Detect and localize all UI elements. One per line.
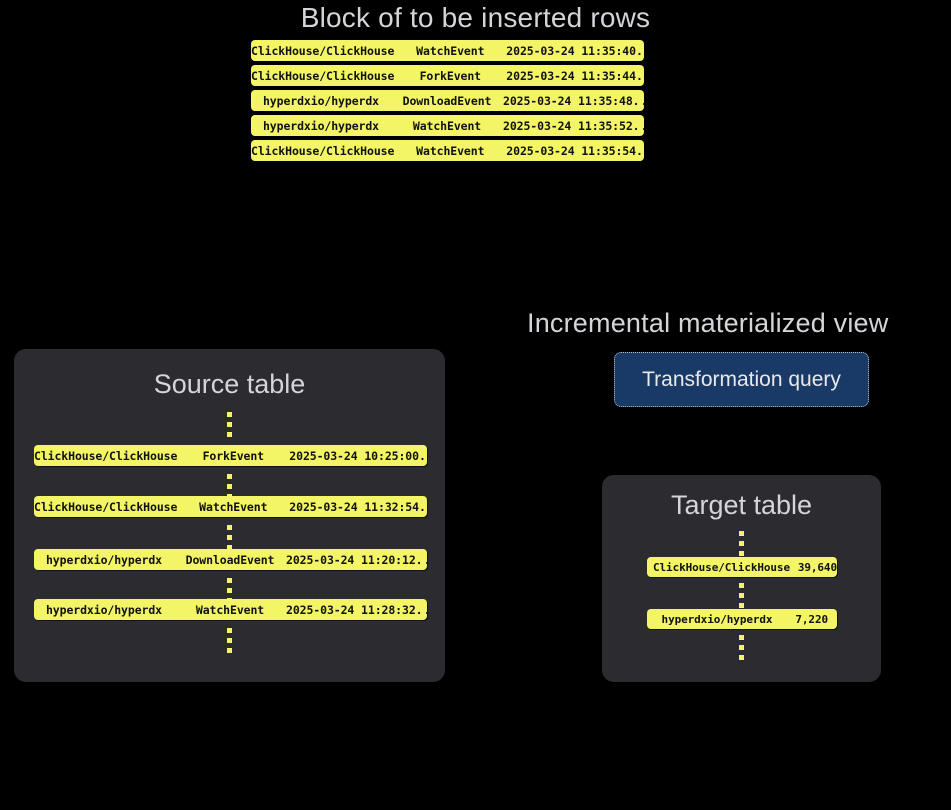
row-timestamp: 2025-03-24 11:35:44 bbox=[506, 68, 636, 83]
table-row: ClickHouse/ClickHouse WatchEvent 2025-03… bbox=[34, 496, 427, 517]
row-event: WatchEvent bbox=[195, 602, 265, 617]
row-more: ... bbox=[632, 118, 644, 133]
vertical-ellipsis-icon bbox=[738, 531, 744, 556]
vertical-ellipsis-icon bbox=[226, 525, 232, 550]
block-title: Block of to be inserted rows bbox=[300, 2, 651, 33]
row-repo: hyperdxio/hyperdx bbox=[661, 612, 773, 626]
vertical-ellipsis-icon bbox=[738, 583, 744, 608]
row-repo: ClickHouse/ClickHouse bbox=[34, 499, 178, 514]
row-repo: ClickHouse/ClickHouse bbox=[251, 143, 395, 158]
table-row: hyperdxio/hyperdx DownloadEvent 2025-03-… bbox=[251, 90, 644, 111]
row-more: ... bbox=[418, 499, 427, 514]
source-table-title: Source table bbox=[153, 369, 306, 399]
table-row: hyperdxio/hyperdx DownloadEvent 2025-03-… bbox=[34, 549, 427, 570]
vertical-ellipsis-icon bbox=[226, 628, 232, 653]
target-table-title: Target table bbox=[670, 490, 813, 520]
row-timestamp: 2025-03-24 11:35:48 bbox=[503, 93, 633, 108]
table-row: hyperdxio/hyperdx 7,220 bbox=[647, 609, 837, 629]
row-timestamp: 2025-03-24 11:28:32 bbox=[286, 602, 416, 617]
row-timestamp: 2025-03-24 11:35:54 bbox=[506, 143, 636, 158]
row-repo: ClickHouse/ClickHouse bbox=[251, 43, 395, 58]
row-repo: ClickHouse/ClickHouse bbox=[653, 560, 790, 574]
row-more: ... bbox=[632, 93, 644, 108]
row-event: DownloadEvent bbox=[185, 552, 275, 567]
transformation-query-box[interactable]: Transformation query bbox=[614, 352, 869, 407]
source-table-card: Source table ClickHouse/ClickHouse ForkE… bbox=[14, 349, 445, 682]
table-row: ClickHouse/ClickHouse 39,640 bbox=[647, 557, 837, 577]
row-event: WatchEvent bbox=[199, 499, 268, 514]
row-more: ... bbox=[635, 143, 644, 158]
row-event: ForkEvent bbox=[202, 448, 265, 463]
row-repo: hyperdxio/hyperdx bbox=[262, 118, 379, 133]
row-timestamp: 2025-03-24 11:20:12 bbox=[286, 552, 416, 567]
table-row: ClickHouse/ClickHouse ForkEvent 2025-03-… bbox=[34, 445, 427, 466]
table-row: hyperdxio/hyperdx WatchEvent 2025-03-24 … bbox=[34, 599, 427, 620]
vertical-ellipsis-icon bbox=[738, 635, 744, 660]
row-event: WatchEvent bbox=[416, 143, 485, 158]
row-event: WatchEvent bbox=[412, 118, 482, 133]
table-row: ClickHouse/ClickHouse WatchEvent 2025-03… bbox=[251, 140, 644, 161]
row-repo: hyperdxio/hyperdx bbox=[45, 552, 162, 567]
table-row: ClickHouse/ClickHouse WatchEvent 2025-03… bbox=[251, 40, 644, 61]
row-event: ForkEvent bbox=[419, 68, 482, 83]
row-repo: ClickHouse/ClickHouse bbox=[251, 68, 395, 83]
target-table-card: Target table ClickHouse/ClickHouse 39,64… bbox=[602, 475, 881, 682]
materialized-view-title: Incremental materialized view bbox=[527, 308, 889, 338]
row-repo: hyperdxio/hyperdx bbox=[45, 602, 162, 617]
row-more: ... bbox=[418, 448, 427, 463]
row-more: ... bbox=[415, 552, 427, 567]
row-timestamp: 2025-03-24 11:35:40 bbox=[506, 43, 636, 58]
row-count: 39,640 bbox=[797, 560, 837, 574]
row-more: ... bbox=[415, 602, 427, 617]
table-row: hyperdxio/hyperdx WatchEvent 2025-03-24 … bbox=[251, 115, 644, 136]
row-event: WatchEvent bbox=[416, 43, 485, 58]
row-more: ... bbox=[635, 68, 644, 83]
vertical-ellipsis-icon bbox=[226, 412, 232, 437]
row-repo: hyperdxio/hyperdx bbox=[262, 93, 379, 108]
row-count: 7,220 bbox=[795, 612, 828, 626]
row-timestamp: 2025-03-24 11:32:54 bbox=[289, 499, 419, 514]
table-row: ClickHouse/ClickHouse ForkEvent 2025-03-… bbox=[251, 65, 644, 86]
row-more: ... bbox=[635, 43, 644, 58]
transformation-query-label: Transformation query bbox=[642, 367, 841, 391]
row-timestamp: 2025-03-24 10:25:00 bbox=[289, 448, 419, 463]
row-timestamp: 2025-03-24 11:35:52 bbox=[503, 118, 633, 133]
row-event: DownloadEvent bbox=[402, 93, 492, 108]
row-repo: ClickHouse/ClickHouse bbox=[34, 448, 178, 463]
